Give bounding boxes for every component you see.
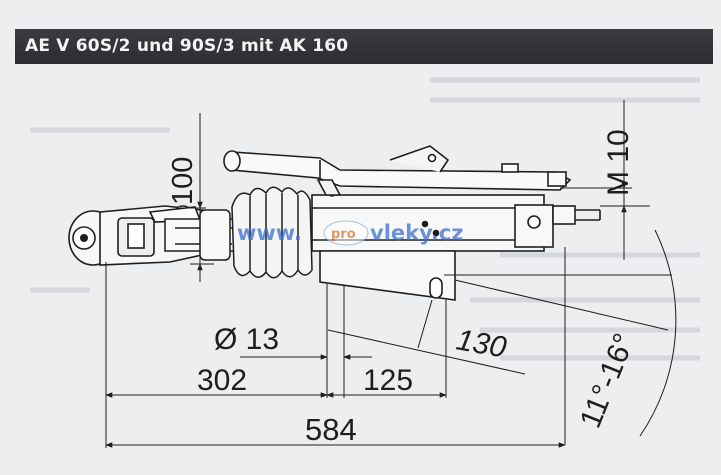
dim-d13: Ø 13 <box>214 323 279 356</box>
watermark-www: www. <box>237 221 302 245</box>
dim-302: 302 <box>197 364 247 397</box>
title-bar: AE V 60S/2 und 90S/3 mit AK 160 <box>15 29 713 64</box>
bellows <box>231 186 313 279</box>
watermark: www. pro vleky.cz <box>237 220 464 246</box>
watermark-domain: vleky.cz <box>370 221 464 245</box>
dim-m10: M 10 <box>602 129 635 196</box>
dim-angle: 11°-16° <box>574 329 641 433</box>
brake-lever <box>223 145 572 196</box>
dim-584: 584 <box>305 412 357 447</box>
mounting-flange <box>319 250 456 301</box>
watermark-pro: pro <box>331 227 356 242</box>
dim-100: 100 <box>167 157 199 205</box>
diagram-title: AE V 60S/2 und 90S/3 mit AK 160 <box>25 36 349 56</box>
dim-125: 125 <box>363 364 413 397</box>
background-texture <box>30 77 700 361</box>
dimension-arrows <box>105 168 627 448</box>
